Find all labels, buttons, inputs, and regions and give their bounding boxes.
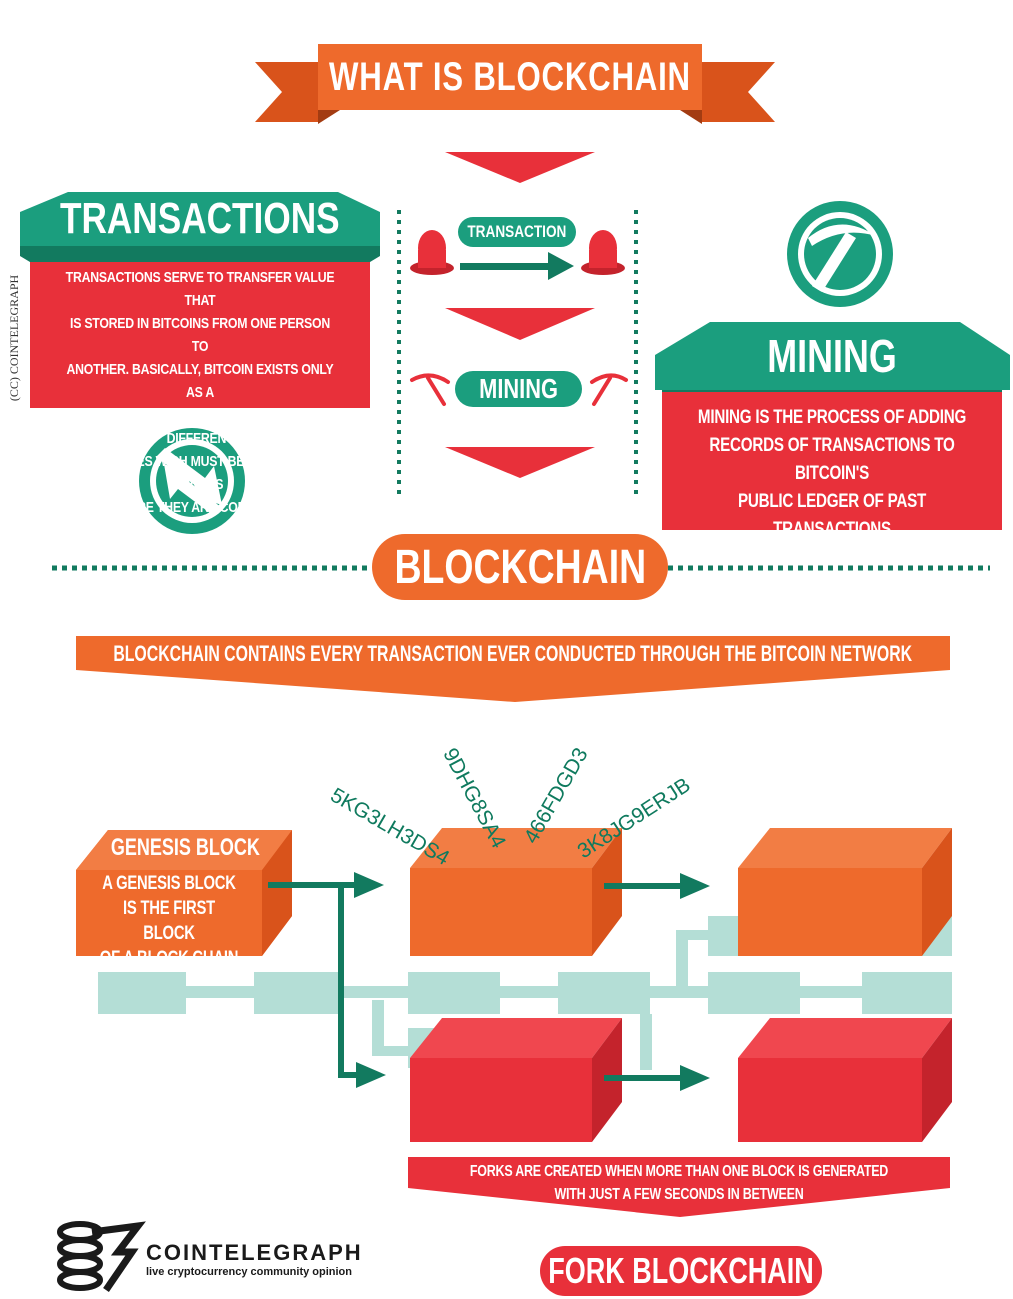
logo-name: COINTELEGRAPH	[146, 1240, 363, 1265]
mining-flow-label: MINING	[479, 373, 558, 404]
fork-pill	[540, 1246, 822, 1296]
block-red	[410, 1018, 622, 1142]
exchange-icon	[139, 428, 245, 534]
mining-title: MINING	[767, 330, 898, 382]
block-red	[738, 1018, 952, 1142]
blockchain-banner	[76, 636, 950, 702]
user-icon	[410, 230, 454, 275]
pickaxe-icon	[590, 373, 628, 406]
transactions-box	[30, 262, 370, 408]
mining-description: MINING IS THE PROCESS OF ADDING RECORDS …	[697, 407, 967, 568]
block-orange	[410, 828, 622, 956]
logo-tagline: live cryptocurrency community opinion	[146, 1266, 352, 1278]
arrow-right-icon	[460, 252, 574, 280]
fork-description: FORKS ARE CREATED WHEN MORE THAN ONE BLO…	[469, 1163, 889, 1203]
page-title: WHAT IS BLOCKCHAIN	[329, 54, 691, 99]
fork-banner	[408, 1157, 950, 1217]
fork-title: FORK BLOCKCHAIN	[548, 1250, 814, 1291]
cointelegraph-logo-icon	[57, 1221, 146, 1292]
pickaxe-circle-icon	[787, 201, 893, 307]
side-credit: (CC) COINTELEGRAPH	[7, 274, 21, 402]
blockchain-title: BLOCKCHAIN	[394, 540, 646, 594]
block-orange	[738, 828, 952, 956]
transaction-label: TRANSACTION	[467, 222, 567, 241]
transactions-title: TRANSACTIONS	[60, 194, 340, 243]
pickaxe-icon	[410, 373, 450, 406]
genesis-title: GENESIS BLOCK	[110, 834, 260, 861]
mining-box	[662, 392, 1002, 530]
title-ribbon	[255, 44, 775, 124]
blockchain-banner-text: BLOCKCHAIN CONTAINS EVERY TRANSACTION EV…	[113, 641, 913, 666]
genesis-description: A GENESIS BLOCK IS THE FIRST BLOCK OF A …	[99, 873, 239, 969]
transaction-pill	[458, 217, 576, 247]
genesis-block	[76, 830, 292, 956]
chevron-down-icon	[445, 308, 595, 340]
user-icon	[581, 230, 625, 275]
chain-arrows	[268, 872, 710, 1091]
chevron-down-icon	[445, 447, 595, 478]
transactions-banner	[20, 192, 380, 262]
transactions-description: TRANSACTIONS SERVE TO TRANSFER VALUE THA…	[65, 269, 335, 516]
chevron-down-icon	[445, 152, 595, 183]
mining-pill	[455, 371, 582, 407]
blockchain-pill	[372, 534, 668, 600]
